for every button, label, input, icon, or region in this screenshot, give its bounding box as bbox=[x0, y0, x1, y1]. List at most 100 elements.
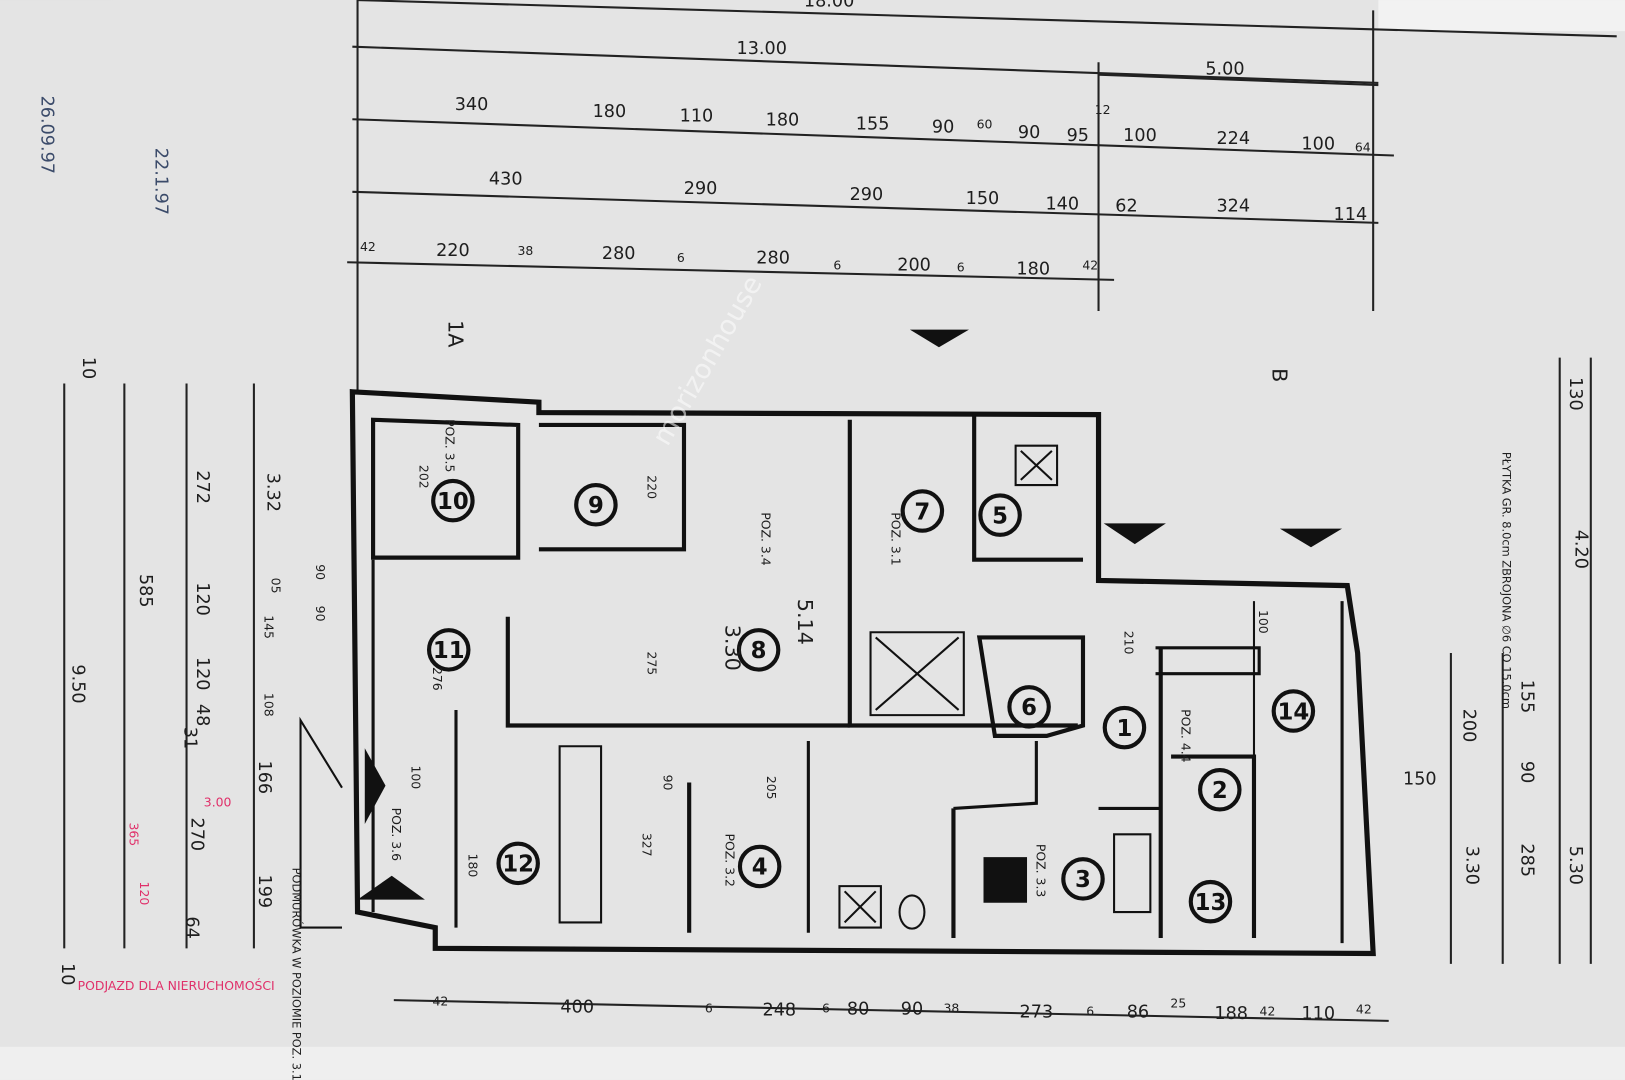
dimension-label: 9.50 bbox=[68, 664, 88, 703]
dimension-label: 05 bbox=[269, 578, 284, 594]
red-annotation: PODJAZD DLA NIERUCHOMOŚCI bbox=[78, 978, 275, 993]
room-number: 2 bbox=[1212, 778, 1228, 804]
dimension-label: 3.32 bbox=[262, 473, 282, 512]
dimension-label: 248 bbox=[763, 1001, 797, 1021]
room-number: 3 bbox=[1075, 867, 1091, 893]
dimension-label: 3.30 bbox=[1461, 846, 1481, 885]
dimension-label: 90 bbox=[1018, 123, 1040, 143]
dimension-label: 180 bbox=[766, 110, 800, 130]
interior-dimension: 276 bbox=[430, 667, 445, 691]
dimension-label: 64 bbox=[182, 916, 202, 938]
interior-dimension: 90 bbox=[660, 775, 675, 791]
dimension-label: 290 bbox=[850, 185, 884, 205]
interior-dimension: 202 bbox=[417, 465, 432, 489]
dimension-label: 48 bbox=[192, 704, 212, 726]
dimension-label: 199 bbox=[254, 875, 274, 909]
dimension-label: 290 bbox=[684, 179, 718, 199]
room-number: 8 bbox=[751, 638, 767, 664]
dimension-label: 10 bbox=[57, 963, 77, 985]
room-circle bbox=[1188, 879, 1233, 924]
room-number: 6 bbox=[1021, 695, 1037, 721]
interior-dimension: 100 bbox=[1256, 610, 1271, 634]
dimension-label: 110 bbox=[680, 106, 714, 126]
red-dimension: 3.00 bbox=[204, 794, 232, 809]
item-label: POZ. 3.4 bbox=[759, 512, 774, 566]
dimension-label: 155 bbox=[1516, 680, 1536, 714]
room-circle bbox=[574, 483, 618, 527]
dimension-label: 62 bbox=[1115, 196, 1137, 216]
dimension-label: 6 bbox=[957, 260, 965, 275]
item-label: POZ. 3.2 bbox=[722, 834, 737, 887]
interior-dimension: 220 bbox=[645, 475, 660, 499]
dimension-label: 64 bbox=[1355, 139, 1371, 154]
overall-dimension: 18.00 bbox=[804, 0, 854, 11]
red-dimension: 365 bbox=[127, 822, 142, 846]
dimension-label: 224 bbox=[1216, 129, 1250, 149]
item-label: POZ. 4.4 bbox=[1178, 709, 1193, 763]
room-number: 4 bbox=[752, 855, 768, 881]
dimension-label: 86 bbox=[1127, 1003, 1149, 1023]
dimension-label: 145 bbox=[261, 615, 276, 639]
dimension-label: 400 bbox=[560, 998, 594, 1018]
room-number: 9 bbox=[588, 493, 604, 519]
room-markers bbox=[426, 478, 1316, 924]
dimension-label: 110 bbox=[1301, 1004, 1335, 1024]
dimension-label: 80 bbox=[847, 1000, 869, 1020]
paper-corner bbox=[1378, 0, 1625, 32]
dimension-label: 42 bbox=[360, 239, 376, 254]
dimension-label: 285 bbox=[1516, 843, 1536, 877]
room-circle bbox=[1271, 689, 1316, 733]
dimension-label: 100 bbox=[1301, 134, 1335, 154]
interior-dimension: 3.30 bbox=[720, 625, 744, 671]
dimension-label: 150 bbox=[966, 189, 1000, 209]
interior-dimension: 205 bbox=[764, 776, 779, 800]
dimension-label: 120 bbox=[192, 657, 212, 691]
overall-dimension: 5.00 bbox=[1205, 60, 1244, 80]
dimension-label: 200 bbox=[1458, 709, 1478, 743]
dimension-label: 188 bbox=[1214, 1004, 1248, 1024]
dimension-lines bbox=[63, 0, 1617, 1022]
dimension-label: 6 bbox=[833, 258, 841, 273]
interior-dimension: 327 bbox=[640, 833, 655, 857]
interior-dimension: 275 bbox=[645, 651, 660, 675]
dimension-label: 60 bbox=[977, 117, 993, 132]
dimension-label: 90 bbox=[313, 606, 328, 622]
room-circle bbox=[1061, 857, 1105, 901]
room-circle bbox=[736, 628, 781, 672]
dimension-label: 200 bbox=[897, 256, 931, 276]
room-circle bbox=[426, 628, 471, 672]
dimension-label: 90 bbox=[1516, 761, 1536, 783]
dimension-label: 140 bbox=[1045, 194, 1079, 214]
interior-dimension: 180 bbox=[465, 854, 480, 878]
dimension-label: 280 bbox=[602, 244, 636, 264]
dimension-label: 180 bbox=[1016, 260, 1050, 280]
dimension-label: 31 bbox=[179, 727, 199, 749]
room-circle bbox=[1198, 767, 1242, 812]
dimension-label: 42 bbox=[1082, 258, 1098, 273]
dimension-label: 273 bbox=[1020, 1003, 1054, 1023]
dimension-label: 280 bbox=[756, 248, 790, 268]
dimension-label: 4.20 bbox=[1570, 530, 1590, 569]
interior-dimension: 210 bbox=[1121, 631, 1136, 655]
dimension-label: 6 bbox=[822, 1001, 830, 1016]
room-number: 14 bbox=[1278, 699, 1310, 725]
room-number: 7 bbox=[914, 499, 930, 525]
section-arrows bbox=[357, 329, 1343, 900]
dimension-label: 430 bbox=[489, 170, 523, 190]
dimension-label: 42 bbox=[433, 993, 449, 1008]
room-circle bbox=[1102, 705, 1147, 750]
dimension-label: 90 bbox=[932, 118, 954, 138]
dimension-label: 114 bbox=[1334, 205, 1368, 225]
dimension-label: 120 bbox=[192, 582, 212, 616]
room-circle bbox=[900, 489, 945, 533]
dimension-label: 38 bbox=[518, 243, 534, 258]
dimension-label: 38 bbox=[943, 1001, 959, 1016]
room-number: 13 bbox=[1195, 890, 1227, 916]
dimension-label: 90 bbox=[901, 1000, 923, 1020]
dimension-label: 180 bbox=[593, 102, 627, 122]
foundation-note: PODMURÓWKA W POZIOMIE POZ. 3.1 bbox=[289, 868, 304, 1080]
